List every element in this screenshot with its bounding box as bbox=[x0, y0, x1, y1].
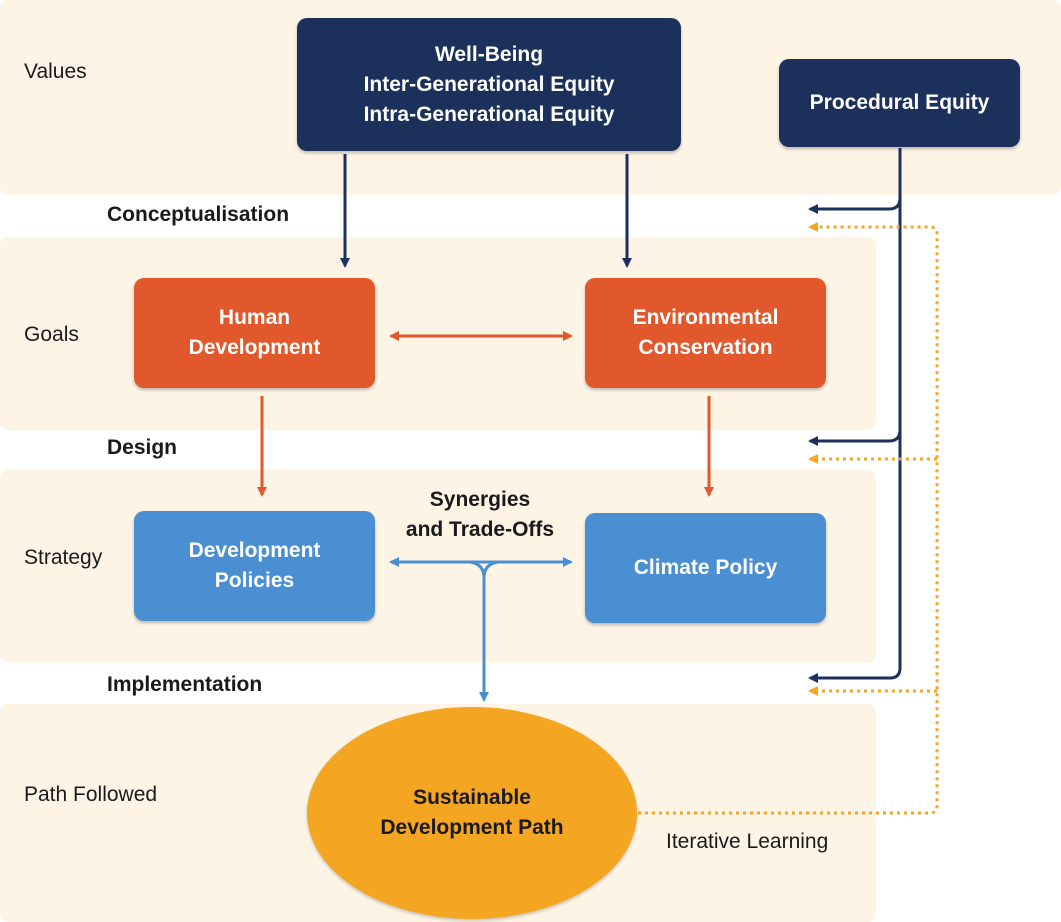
procedural-equity-trunk bbox=[808, 148, 902, 683]
synergies-line-1: Synergies bbox=[429, 488, 531, 511]
sustainable-path-line-2: Development Path bbox=[380, 816, 564, 839]
stage-label-conceptualisation: Conceptualisation bbox=[107, 203, 290, 226]
development-policies-line-2: Policies bbox=[214, 569, 295, 592]
procedural-equity-to-conceptualisation bbox=[808, 197, 902, 214]
human-development-box: Human Development bbox=[134, 278, 375, 388]
climate-policy-box: Climate Policy bbox=[585, 513, 826, 623]
sustainable-path-line-1: Sustainable bbox=[413, 786, 531, 809]
iterative-learning-label: Iterative Learning bbox=[666, 830, 829, 853]
procedural-equity-label: Procedural Equity bbox=[809, 91, 990, 114]
iterative-learning-loop bbox=[638, 222, 939, 815]
environmental-conservation-line-1: Environmental bbox=[632, 306, 779, 329]
stage-label-design: Design bbox=[107, 436, 178, 459]
arrow-synergies-to-path bbox=[469, 560, 489, 702]
climate-policy-label: Climate Policy bbox=[633, 556, 778, 579]
procedural-equity-to-design bbox=[808, 429, 902, 446]
synergies-line-2: and Trade-Offs bbox=[405, 518, 555, 541]
values-line-intergenerational: Inter-Generational Equity bbox=[363, 72, 615, 96]
values-box: Well-Being Inter-Generational Equity Int… bbox=[297, 18, 681, 151]
environmental-conservation-box: Environmental Conservation bbox=[585, 278, 826, 388]
sustainable-development-path-ellipse: Sustainable Development Path bbox=[307, 707, 637, 919]
development-policies-line-1: Development bbox=[188, 539, 321, 562]
environmental-conservation-line-2: Conservation bbox=[638, 336, 773, 359]
synergies-label: Synergies and Trade-Offs bbox=[395, 485, 565, 545]
procedural-equity-box: Procedural Equity bbox=[779, 59, 1020, 147]
row-label-goals: Goals bbox=[24, 323, 79, 346]
values-line-intragenerational: Intra-Generational Equity bbox=[363, 102, 615, 126]
row-label-strategy: Strategy bbox=[24, 546, 103, 569]
development-policies-box: Development Policies bbox=[134, 511, 375, 621]
human-development-line-2: Development bbox=[188, 336, 321, 359]
human-development-line-1: Human bbox=[218, 306, 291, 329]
stage-label-implementation: Implementation bbox=[107, 673, 263, 696]
values-line-wellbeing: Well-Being bbox=[434, 42, 544, 66]
row-label-path-followed: Path Followed bbox=[24, 783, 158, 806]
row-label-values: Values bbox=[24, 60, 87, 83]
